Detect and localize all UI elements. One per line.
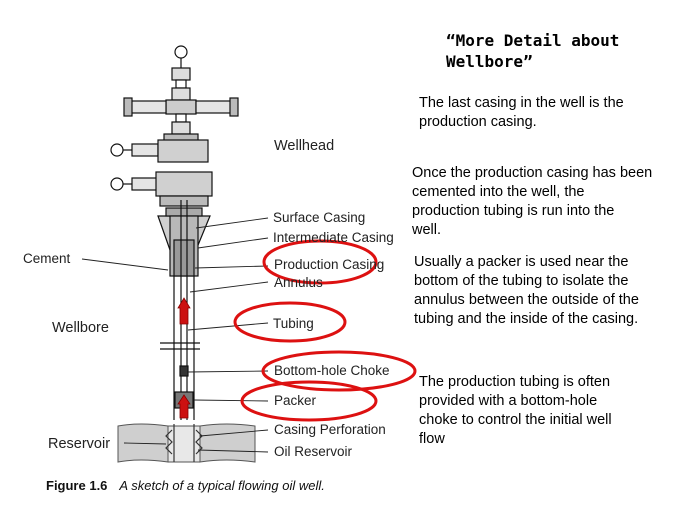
paragraph-packer: Usually a packer is used near the bottom… [414, 254, 639, 327]
figure-caption-text: A sketch of a typical flowing oil well. [119, 478, 325, 493]
label-cement: Cement [23, 251, 71, 266]
label-oil-reservoir: Oil Reservoir [274, 444, 353, 459]
label-packer: Packer [274, 393, 317, 408]
label-wellbore: Wellbore [52, 320, 109, 336]
slide-title: “More Detail about Wellbore” [446, 31, 620, 71]
paragraph-production-tubing: Once the production casing has been ceme… [412, 165, 653, 238]
label-annulus: Annulus [274, 275, 323, 290]
label-tubing: Tubing [273, 316, 314, 331]
figure-number: Figure 1.6 [46, 478, 108, 493]
figure-caption: Figure 1.6 A sketch of a typical flowing … [46, 478, 325, 493]
label-wellhead: Wellhead [274, 138, 335, 154]
label-surface-casing: Surface Casing [273, 210, 366, 225]
label-production-casing: Production Casing [274, 257, 385, 272]
paragraph-bottom-hole-choke: The production tubing is often provided … [419, 374, 612, 447]
label-bottom-hole-choke: Bottom-hole Choke [274, 363, 390, 378]
label-casing-perforation: Casing Perforation [274, 422, 386, 437]
label-intermediate-casing: Intermediate Casing [273, 230, 394, 245]
label-reservoir: Reservoir [48, 436, 111, 452]
paragraph-production-casing: The last casing in the well is the produ… [419, 95, 624, 130]
